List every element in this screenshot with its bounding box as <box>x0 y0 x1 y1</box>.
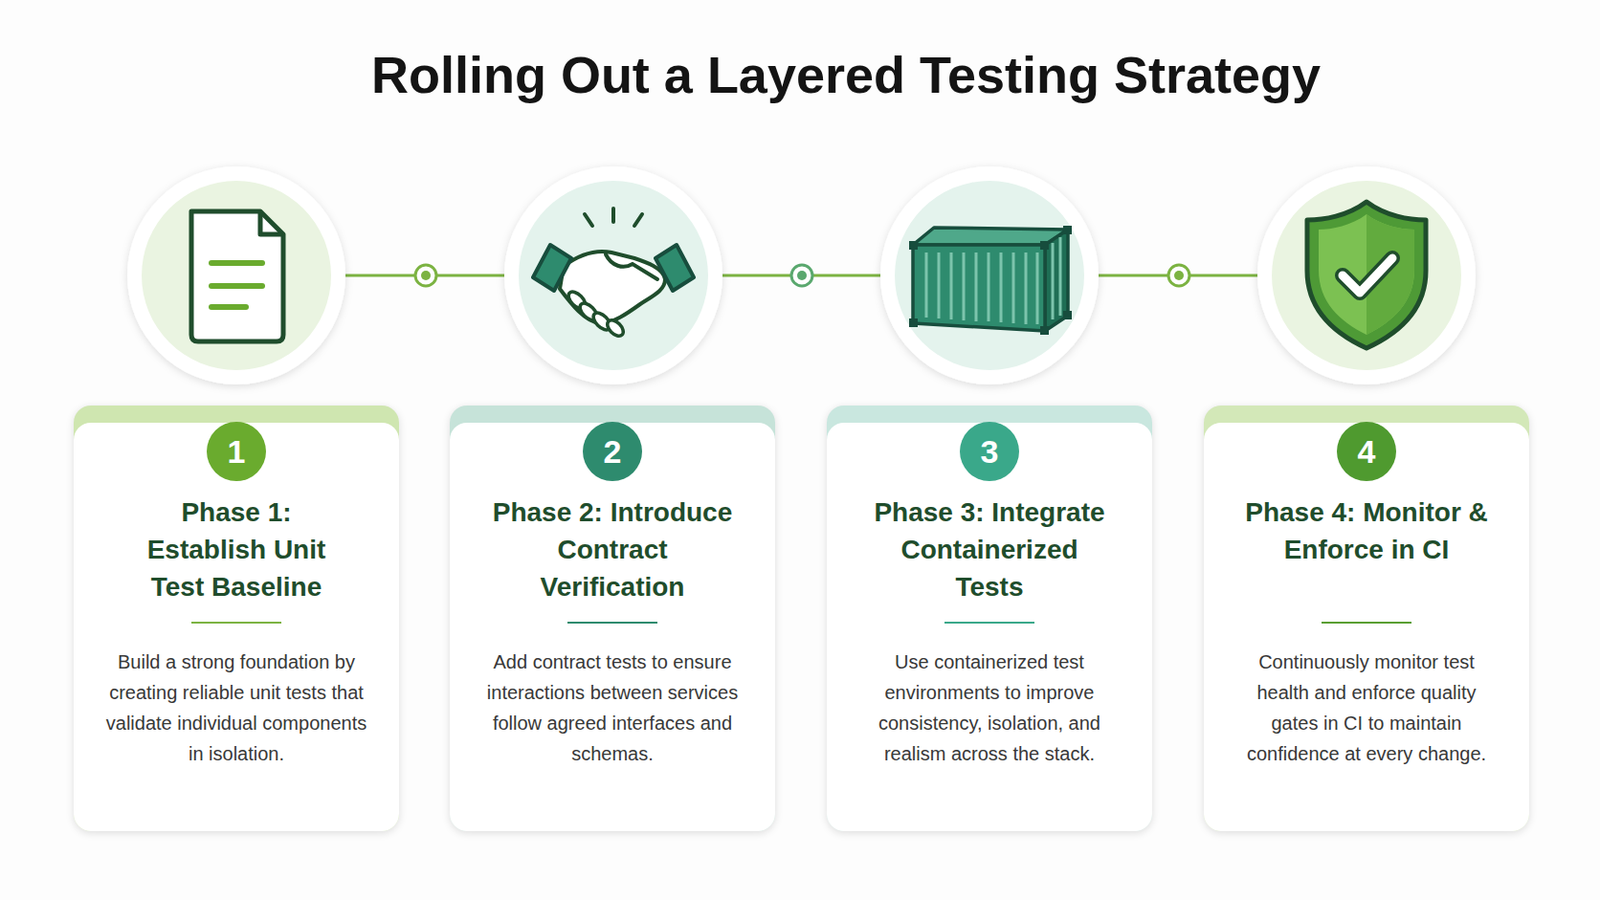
icon-circle-inner <box>518 180 709 371</box>
phase-card: Phase 4: Monitor & Enforce in CI Continuo… <box>1203 405 1530 832</box>
step-number-badge: 4 <box>1336 422 1397 482</box>
document-outline <box>191 211 284 342</box>
icon-circle <box>1257 166 1476 385</box>
phase-heading: Phase 3: Integrate Containerized Tests <box>864 493 1115 606</box>
timeline-marker-dot <box>421 270 431 281</box>
check-outline <box>1342 258 1393 293</box>
phase-card: Phase 2: Introduce Contract Verification… <box>449 405 776 832</box>
phase-card: Phase 3: Integrate Containerized TestsUs… <box>826 405 1153 832</box>
phase-heading: Phase 4: Monitor & Enforce in CI <box>1241 493 1492 569</box>
card-panel <box>1203 422 1530 832</box>
diagram-title: Rolling Out a Layered Testing Strategy <box>371 42 1321 108</box>
step-number-badge: 3 <box>959 422 1020 482</box>
hand-line <box>605 254 658 280</box>
finger <box>604 317 627 340</box>
icon-circle <box>504 166 723 385</box>
document-fold <box>260 211 284 235</box>
icon-circle <box>127 166 346 385</box>
sleeve-cuff <box>655 244 694 291</box>
divider-rule <box>1321 622 1412 624</box>
step-number-badge: 1 <box>206 422 267 482</box>
timeline-marker <box>791 265 813 287</box>
timeline-marker-dot <box>797 270 807 281</box>
step-number: 1 <box>206 422 267 482</box>
shield-outline <box>1307 201 1426 349</box>
check-mark <box>1342 258 1393 293</box>
burst-line <box>634 214 643 226</box>
timeline-marker <box>415 265 437 287</box>
container-front <box>912 244 1045 332</box>
container-corners <box>909 225 1072 335</box>
step-number-badge: 2 <box>582 422 643 482</box>
hands <box>559 251 666 324</box>
document-line <box>211 283 263 289</box>
phase-description: Use containerized test environments to i… <box>855 646 1124 770</box>
document-line <box>211 304 246 311</box>
timeline-marker <box>1168 265 1190 287</box>
phase-card: Phase 1: Establish Unit Test BaselineBui… <box>73 405 400 832</box>
shield-inner <box>1318 214 1415 335</box>
icon-circle-inner <box>1271 180 1462 371</box>
shield-icon <box>1307 201 1426 349</box>
sleeve-cuff <box>533 244 572 291</box>
phase-description: Add contract tests to ensure interaction… <box>478 646 747 770</box>
phase-description: Continuously monitor test health and enf… <box>1232 646 1501 770</box>
step-number: 2 <box>582 422 643 482</box>
card-panel <box>449 422 776 832</box>
card-panel <box>826 422 1153 832</box>
container-ribs <box>926 237 1061 325</box>
phase-description: Build a strong foundation by creating re… <box>102 646 371 770</box>
icon-circle-inner <box>894 180 1085 371</box>
icon-circles <box>127 166 1476 385</box>
divider-rule <box>191 622 282 624</box>
step-number: 4 <box>1336 422 1397 482</box>
container-icon <box>909 225 1072 335</box>
handshake-icon <box>533 208 694 339</box>
burst-line <box>584 214 593 226</box>
icon-circle <box>880 166 1099 385</box>
phase-heading: Phase 2: Introduce Contract Verification <box>487 493 738 606</box>
document-line <box>211 260 263 267</box>
icon-circle-inner <box>141 180 332 371</box>
card-panel <box>73 422 400 832</box>
phase-heading: Phase 1: Establish Unit Test Baseline <box>125 493 348 606</box>
document-icon <box>191 211 284 342</box>
divider-rule <box>567 622 658 624</box>
burst-line <box>611 208 616 223</box>
step-number: 3 <box>959 422 1020 482</box>
divider-rule <box>944 622 1035 624</box>
timeline-marker-dot <box>1174 270 1184 281</box>
